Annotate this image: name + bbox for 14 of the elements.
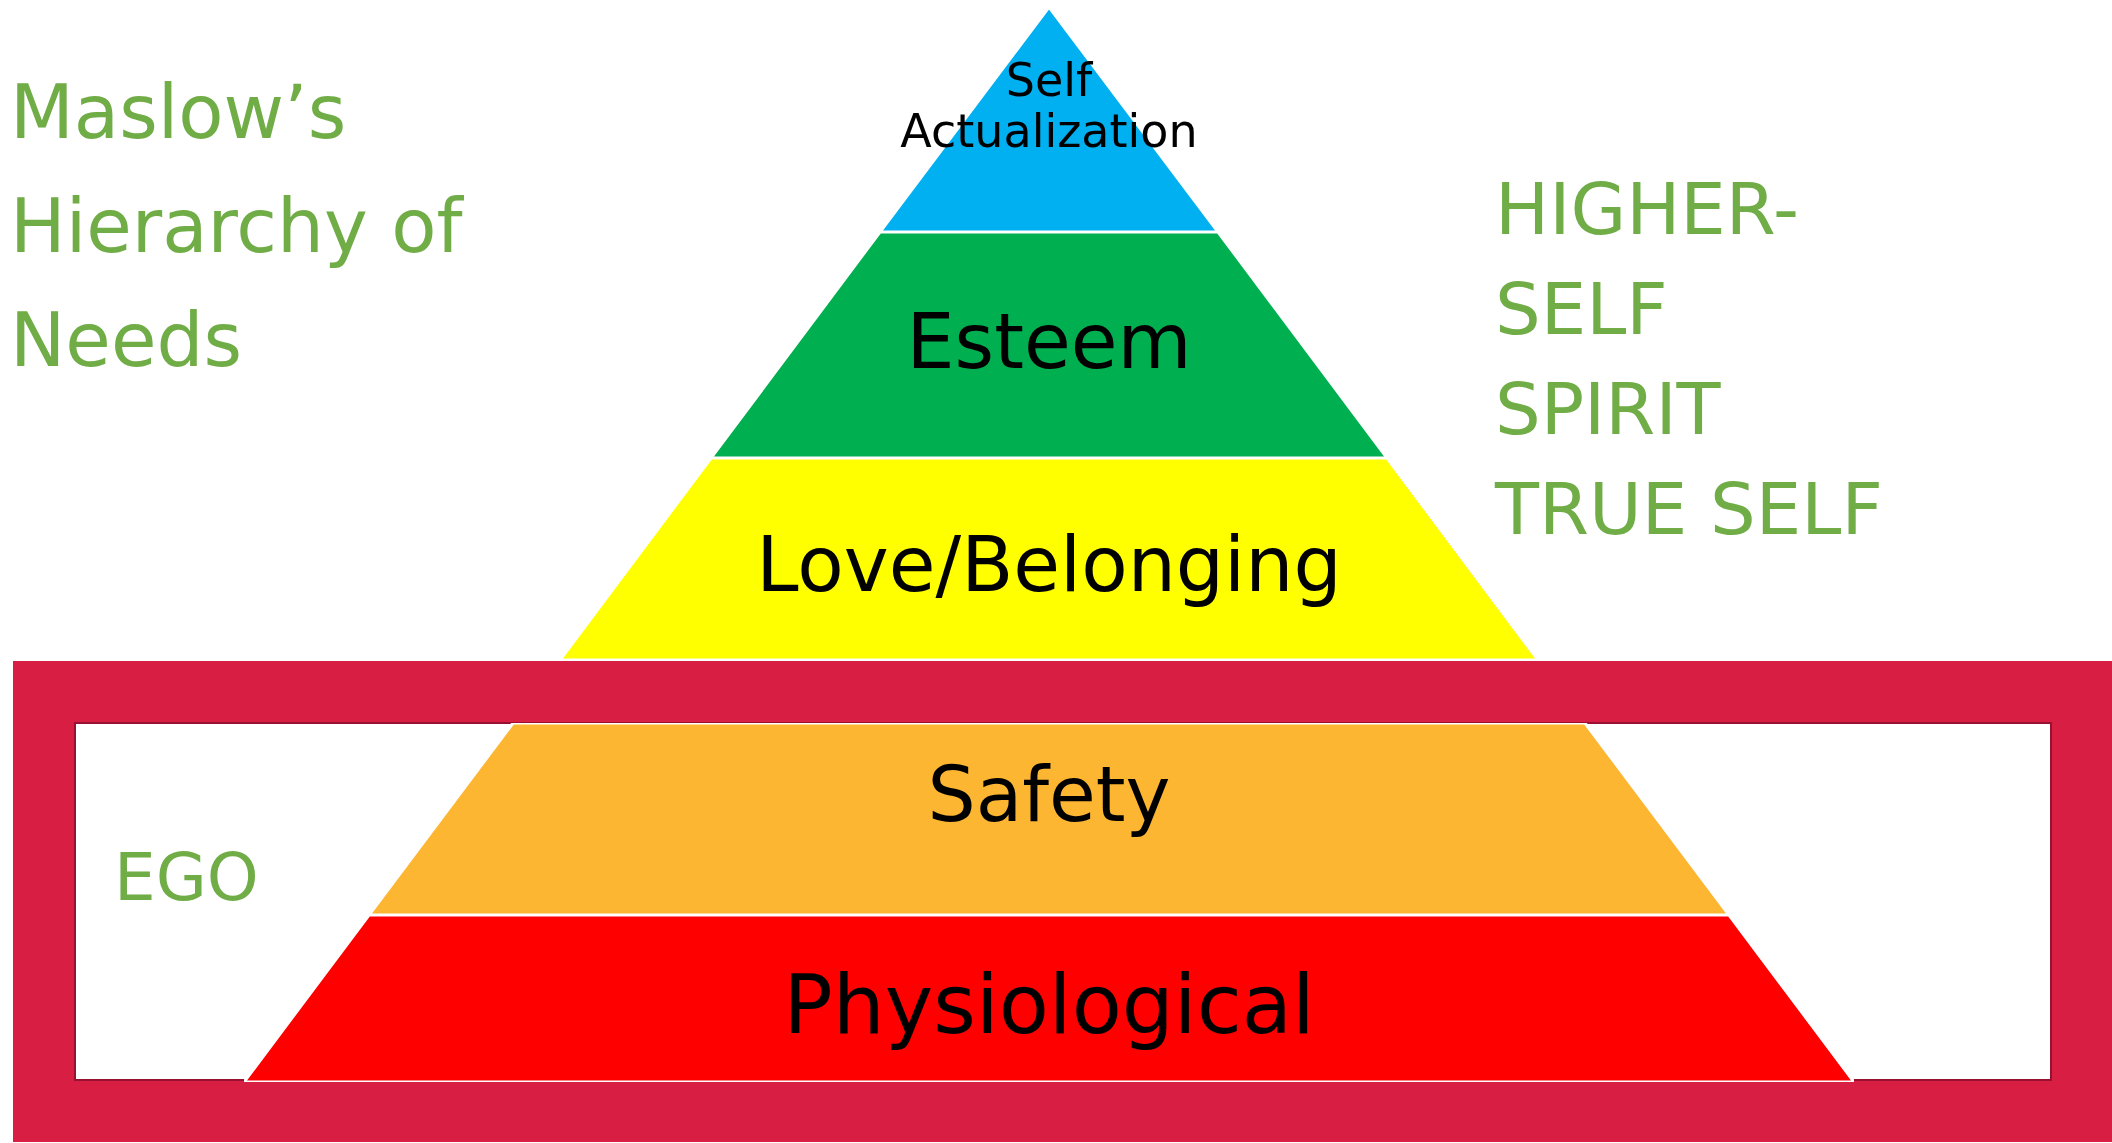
title-text: Maslow’s Hierarchy of Needs xyxy=(10,68,465,385)
layer-label: Safety xyxy=(926,753,1172,837)
layer-label: Esteem xyxy=(905,300,1193,384)
layer-label: Love/Belonging xyxy=(755,523,1343,607)
frame-label: EGO xyxy=(114,840,259,916)
side-label: SPIRIT xyxy=(1495,366,1721,453)
side-label: HIGHER- xyxy=(1495,166,1799,253)
pyramid-layer xyxy=(369,723,1729,915)
side-label: SELF xyxy=(1495,266,1668,353)
frame-border xyxy=(13,661,2112,1142)
side-label: TRUE SELF xyxy=(1495,466,1883,553)
layer-label: Physiological xyxy=(782,960,1316,1051)
pyramid-layer xyxy=(244,915,1854,1082)
pyramid-layer xyxy=(711,232,1387,458)
